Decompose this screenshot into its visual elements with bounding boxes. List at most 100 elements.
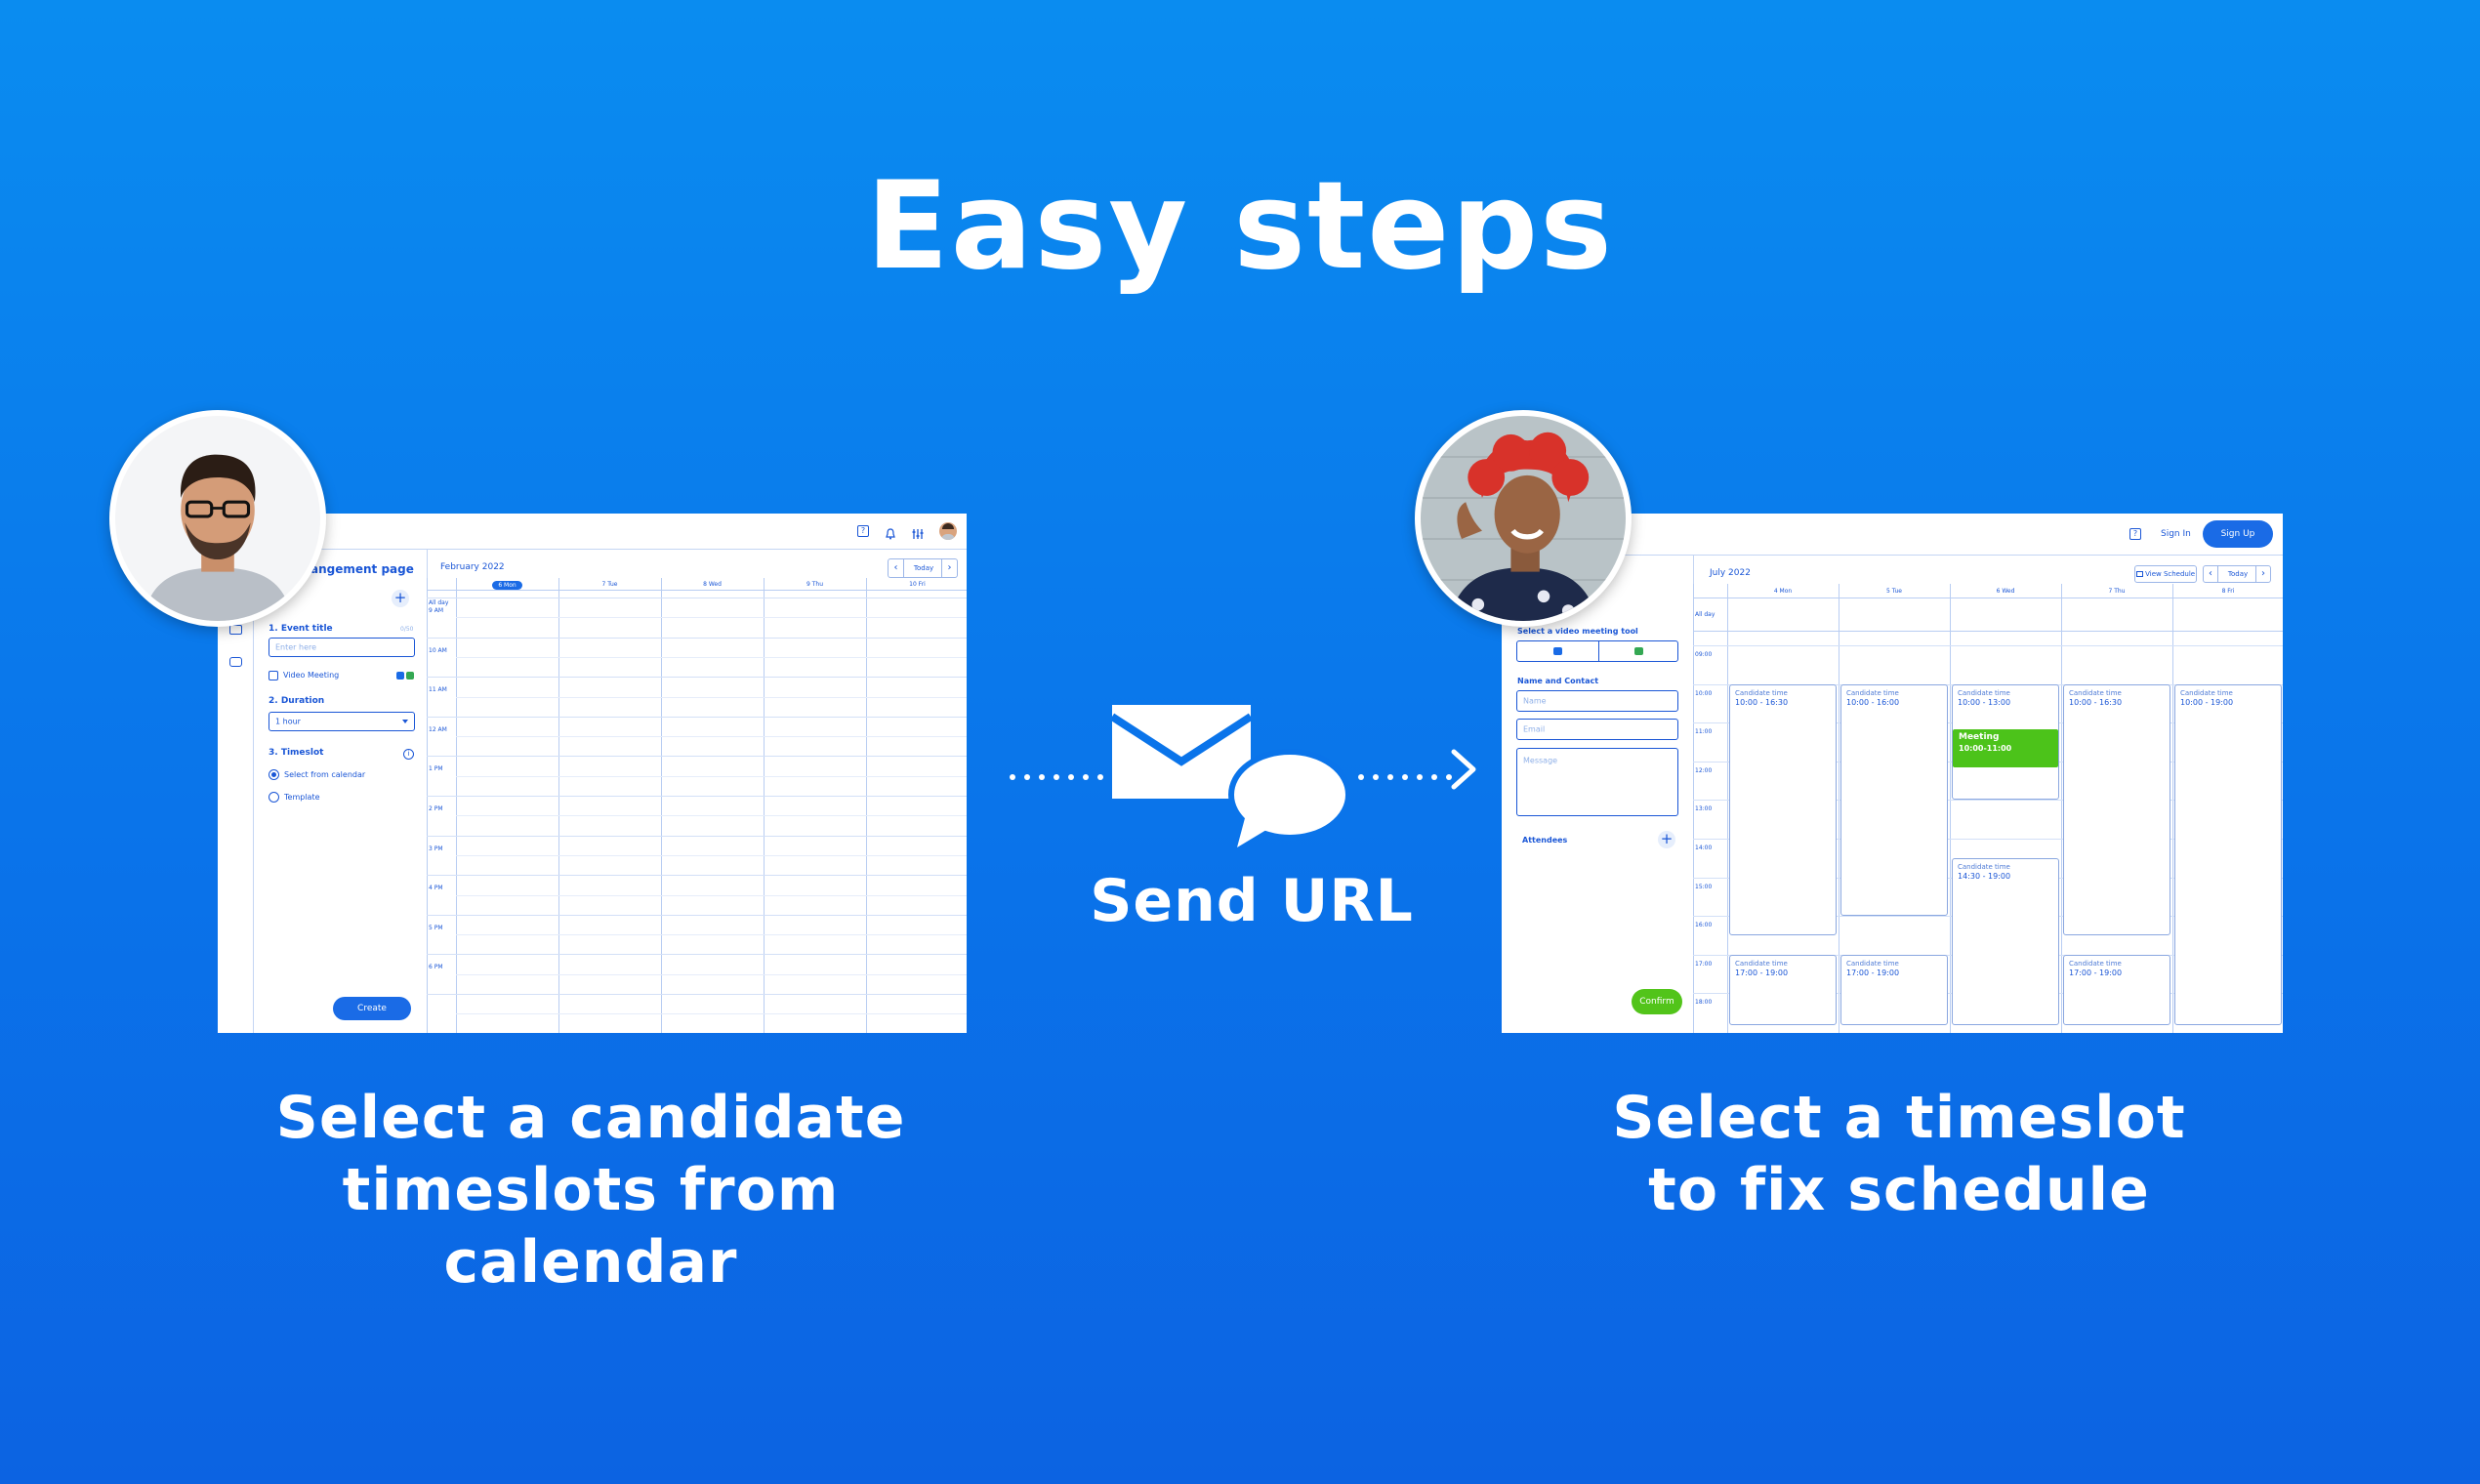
hour-label: 11:00 [1695,728,1713,736]
create-button[interactable]: Create [333,997,411,1020]
date-nav: ‹ Today › [2203,565,2271,583]
timeslot-radio-calendar[interactable] [269,769,279,780]
hour-label: 12 AM [429,725,447,733]
candidate-time: 10:00 - 16:00 [1846,697,1900,707]
hour-label: 15:00 [1695,883,1713,890]
guest-booking-screen: ? Sign In Sign Up Select a video meeting… [1502,514,2283,1033]
host-calendar-screen: ? angement page + 1. Event title 0/50 En… [218,514,967,1033]
hour-label: 4 PM [429,885,443,892]
half-hour-line [456,1013,967,1015]
user-avatar[interactable] [939,522,957,540]
today-button[interactable]: Today [2227,570,2249,578]
hour-label: 14:00 [1695,845,1713,851]
add-button[interactable]: + [392,590,409,607]
hour-label: 09:00 [1695,651,1713,658]
page-title: Easy steps [866,156,1614,297]
all-day-label: All day [429,599,449,606]
hour-label: 5 PM [429,924,443,931]
day-header[interactable]: 9 Thu [806,581,823,588]
hour-line [427,875,967,877]
day-column-divider [1727,584,1728,1033]
duration-select[interactable]: 1 hour [269,712,415,731]
calendar-icon[interactable] [229,625,242,635]
candidate-time: 17:00 - 19:00 [2069,968,2123,977]
candidate-label: Candidate time [1958,862,2010,871]
bell-icon[interactable] [886,525,895,540]
half-hour-line [456,696,967,698]
day-column-divider [1950,584,1951,1033]
hour-line [427,994,967,995]
day-header: 8 Fri [2221,588,2235,595]
prev-button[interactable]: ‹ [889,559,904,577]
email-input[interactable]: Email [1516,719,1678,740]
half-hour-line [456,934,967,936]
candidate-time: 17:00 - 19:00 [1846,968,1900,977]
meet-icon [406,672,414,680]
day-header[interactable]: 7 Tue [601,581,618,588]
confirm-button[interactable]: Confirm [1632,989,1682,1014]
view-schedule-button[interactable]: View Schedule [2134,565,2197,583]
half-hour-line [456,894,967,896]
name-input[interactable]: Name [1516,690,1678,712]
timeslot-radio-template[interactable] [269,792,279,803]
hour-line [1693,800,2283,802]
zoom-icon[interactable] [1553,647,1562,655]
candidate-label: Candidate time [2069,688,2122,697]
sign-up-button[interactable]: Sign Up [2203,520,2273,548]
hour-line [1693,839,2283,840]
hour-line [427,637,967,639]
right-caption: Select a timeslot to fix schedule [1509,1082,2290,1226]
candidate-label: Candidate time [2180,688,2233,697]
day-header[interactable]: 10 Fri [909,581,926,588]
candidate-label: Candidate time [1735,688,1788,697]
help-icon[interactable]: ? [857,525,869,537]
hour-line [427,835,967,837]
help-icon[interactable]: ? [2129,528,2141,540]
half-hour-line [456,815,967,817]
time-column-divider [427,578,428,1033]
month-label: February 2022 [440,562,505,572]
header-divider [427,590,967,591]
next-button[interactable]: › [2255,566,2270,582]
half-hour-line [456,617,967,619]
month-label: July 2022 [1710,568,1751,578]
prev-button[interactable]: ‹ [2204,566,2218,582]
hour-label: 16:00 [1695,922,1713,929]
right-caption-line2: to fix schedule [1648,1156,2150,1224]
meeting-title: Meeting [1959,731,2000,742]
video-tool-toggle[interactable] [1516,640,1678,662]
robot-icon[interactable] [229,657,242,667]
day-header[interactable]: 6 Mon [456,581,558,590]
half-hour-line [456,736,967,738]
event-title-input[interactable]: Enter here [269,638,415,657]
timeslot-label: 3. Timeslot [269,748,324,758]
add-attendee-button[interactable]: + [1658,831,1675,848]
meeting-time: 10:00-11:00 [1959,743,2012,753]
right-caption-line1: Select a timeslot [1612,1084,2186,1152]
sign-in-link[interactable]: Sign In [2161,529,2191,539]
hour-label: 12:00 [1695,766,1713,774]
settings-sliders-icon[interactable] [912,525,924,539]
candidate-time: 14:30 - 19:00 [1958,871,2011,881]
hour-line [427,954,967,956]
video-meeting-checkbox[interactable] [269,671,278,680]
guest-avatar [1415,410,1632,627]
selected-day-pill: 6 Mon [492,581,522,590]
day-header[interactable]: 8 Wed [703,581,722,588]
today-button[interactable]: Today [913,564,934,572]
meet-icon[interactable] [1634,647,1643,655]
message-input[interactable]: Message [1516,748,1678,816]
candidate-time: 10:00 - 13:00 [1958,697,2011,707]
candidate-label: Candidate time [2069,959,2122,968]
next-button[interactable]: › [941,559,957,577]
candidate-label: Candidate time [1735,959,1788,968]
